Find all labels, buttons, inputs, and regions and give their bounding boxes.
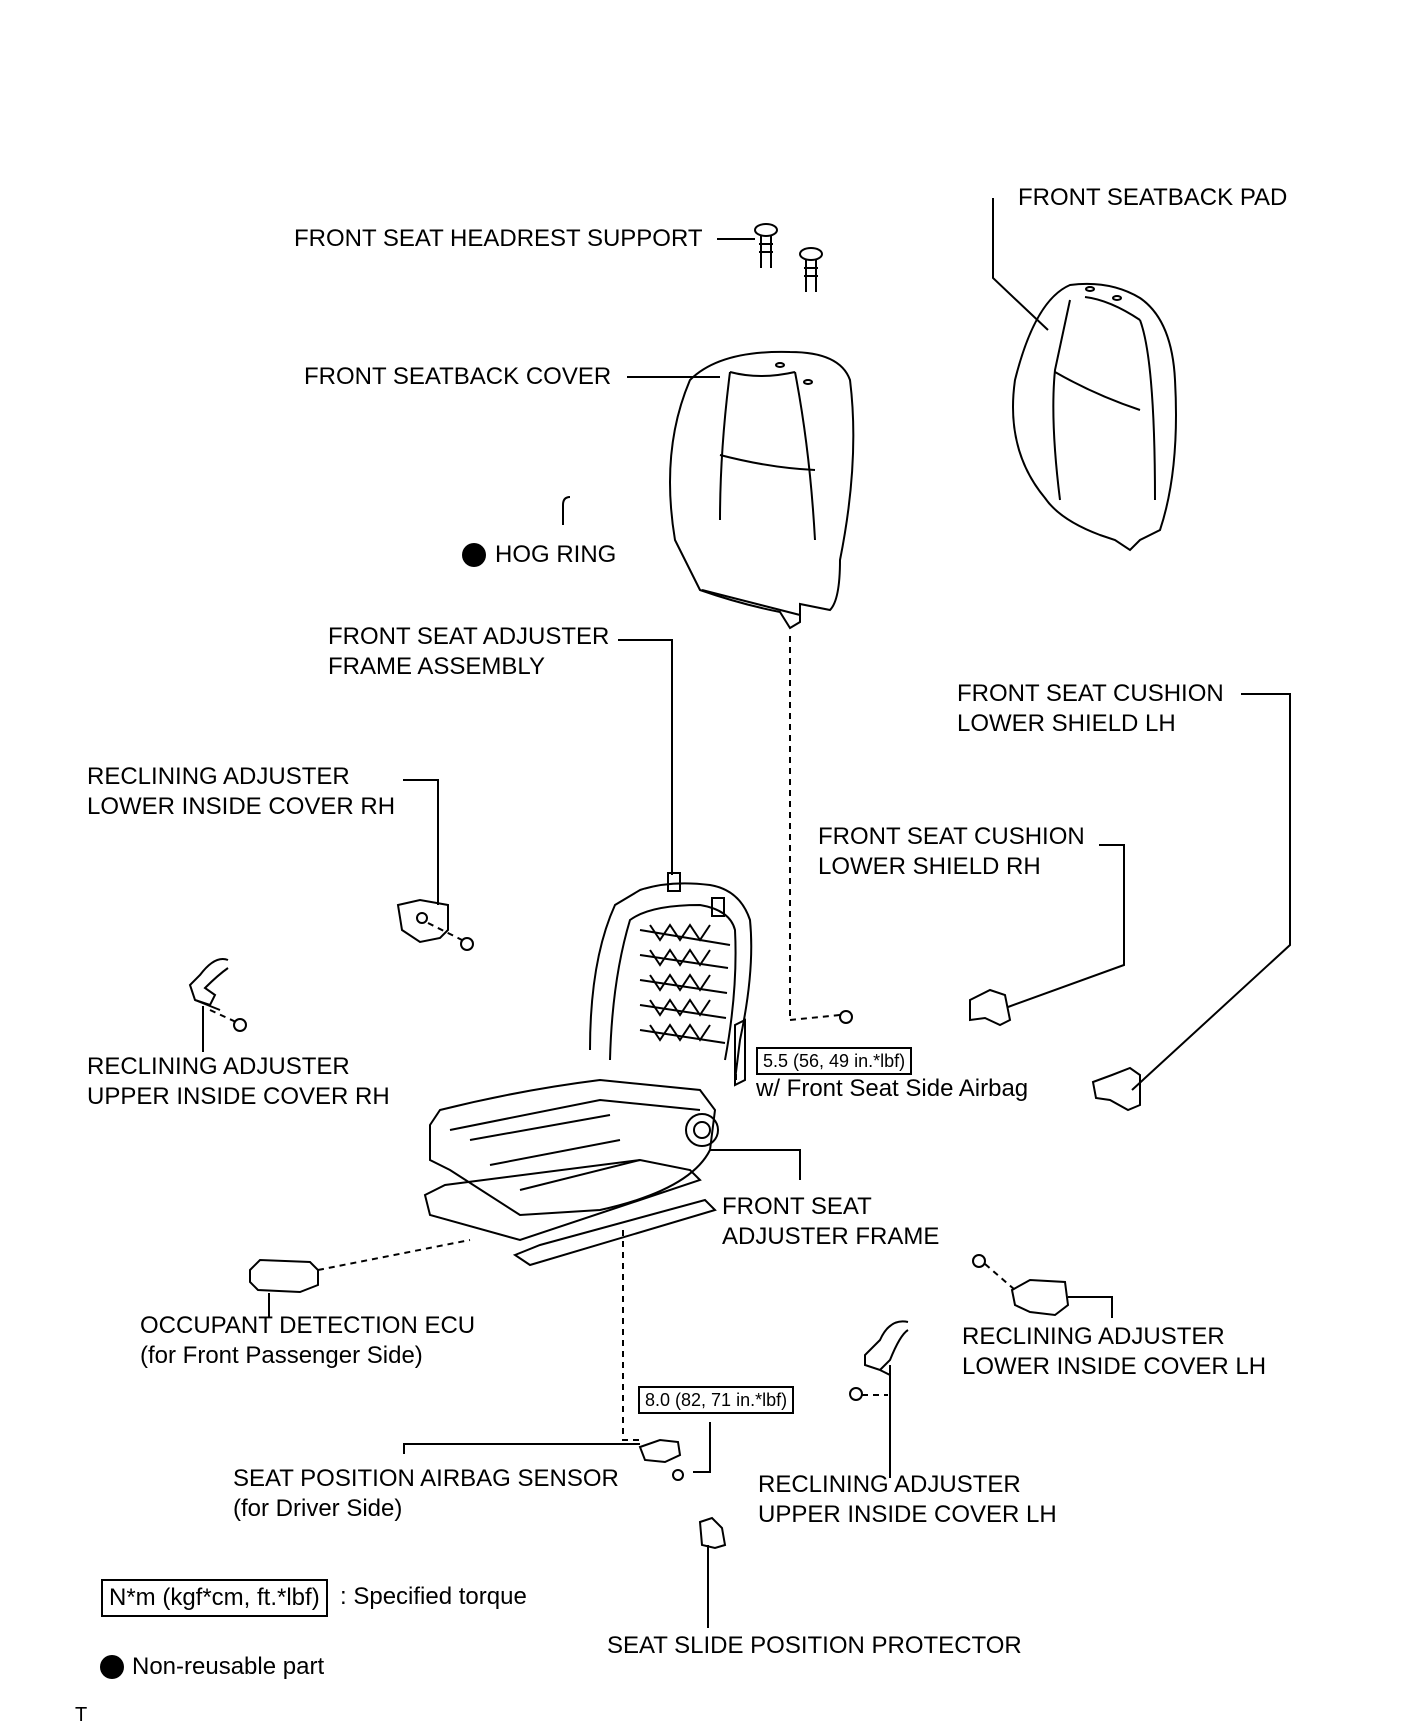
- dashed-guides: [209, 636, 1016, 1441]
- recliner-lower-cover-lh-icon: [972, 1254, 1070, 1317]
- label-occupant-ecu-line1: OCCUPANT DETECTION ECU: [140, 1312, 476, 1339]
- headrest-support-icon: [754, 223, 823, 292]
- label-recliner-lower-rh-line2: LOWER INSIDE COVER RH: [87, 793, 396, 820]
- label-adjuster-frame-assembly-line1: FRONT SEAT ADJUSTER: [328, 623, 610, 650]
- label-cushion-shield-lh-line1: FRONT SEAT CUSHION: [957, 680, 1224, 707]
- label-adjuster-frame-line1: FRONT SEAT: [722, 1193, 872, 1220]
- hog-ring-icon: [562, 496, 571, 525]
- label-seatback-pad: FRONT SEATBACK PAD: [1018, 184, 1288, 211]
- label-cushion-shield-rh-line2: LOWER SHIELD RH: [818, 853, 1041, 880]
- recliner-upper-cover-lh-icon: [849, 1320, 909, 1401]
- label-headrest-support: FRONT SEAT HEADREST SUPPORT: [294, 225, 703, 252]
- label-occupant-ecu-line2: (for Front Passenger Side): [140, 1342, 423, 1369]
- label-cushion-shield-rh-line1: FRONT SEAT CUSHION: [818, 823, 1085, 850]
- recliner-upper-cover-rh-icon: [188, 958, 247, 1032]
- label-recliner-upper-rh-line2: UPPER INSIDE COVER RH: [87, 1083, 390, 1110]
- seatback-pad-drawing: [1012, 282, 1177, 552]
- label-recliner-lower-rh-line1: RECLINING ADJUSTER: [87, 763, 350, 790]
- torque-box-side-airbag: 5.5 (56, 49 in.*lbf): [756, 1047, 913, 1075]
- legend-non-reusable-dot-icon: [100, 1655, 124, 1679]
- legend-torque-desc: : Specified torque: [340, 1583, 527, 1610]
- corner-mark: T: [75, 1704, 88, 1726]
- legend-non-reusable: Non-reusable part: [132, 1653, 325, 1680]
- label-recliner-upper-lh-line2: UPPER INSIDE COVER LH: [758, 1501, 1057, 1528]
- label-seat-position-sensor-line1: SEAT POSITION AIRBAG SENSOR: [233, 1465, 619, 1492]
- label-recliner-lower-lh-line2: LOWER INSIDE COVER LH: [962, 1353, 1267, 1380]
- label-side-airbag-note: w/ Front Seat Side Airbag: [756, 1075, 1029, 1102]
- torque-box-sensor: 8.0 (82, 71 in.*lbf): [638, 1386, 795, 1414]
- seatback-cover-drawing: [669, 350, 855, 630]
- recliner-lower-cover-rh-icon: [396, 898, 474, 951]
- label-recliner-upper-rh-line1: RECLINING ADJUSTER: [87, 1053, 350, 1080]
- label-slide-protector: SEAT SLIDE POSITION PROTECTOR: [607, 1632, 1022, 1659]
- label-recliner-lower-lh-line1: RECLINING ADJUSTER: [962, 1323, 1225, 1350]
- label-cushion-shield-lh-line2: LOWER SHIELD LH: [957, 710, 1176, 737]
- label-hog-ring: HOG RING: [495, 541, 617, 568]
- leader-lines: [202, 198, 1291, 1628]
- airbag-nut-icon: [839, 1010, 853, 1024]
- label-adjuster-frame-assembly-line2: FRAME ASSEMBLY: [328, 653, 545, 680]
- non-reusable-dot-icon: [462, 543, 486, 567]
- cushion-shield-rh-icon: [969, 988, 1012, 1027]
- label-recliner-upper-lh-line1: RECLINING ADJUSTER: [758, 1471, 1021, 1498]
- seat-frame-drawing: [423, 872, 753, 1267]
- cushion-shield-lh-icon: [1091, 1066, 1141, 1112]
- legend-torque-box: N*m (kgf*cm, ft.*lbf): [101, 1579, 328, 1617]
- occupant-ecu-icon: [249, 1258, 319, 1294]
- slide-protector-icon: [698, 1516, 727, 1550]
- label-seat-position-sensor-line2: (for Driver Side): [233, 1495, 403, 1522]
- label-seatback-cover: FRONT SEATBACK COVER: [304, 363, 612, 390]
- label-adjuster-frame-line2: ADJUSTER FRAME: [722, 1223, 940, 1250]
- seat-position-sensor-icon: [638, 1438, 684, 1481]
